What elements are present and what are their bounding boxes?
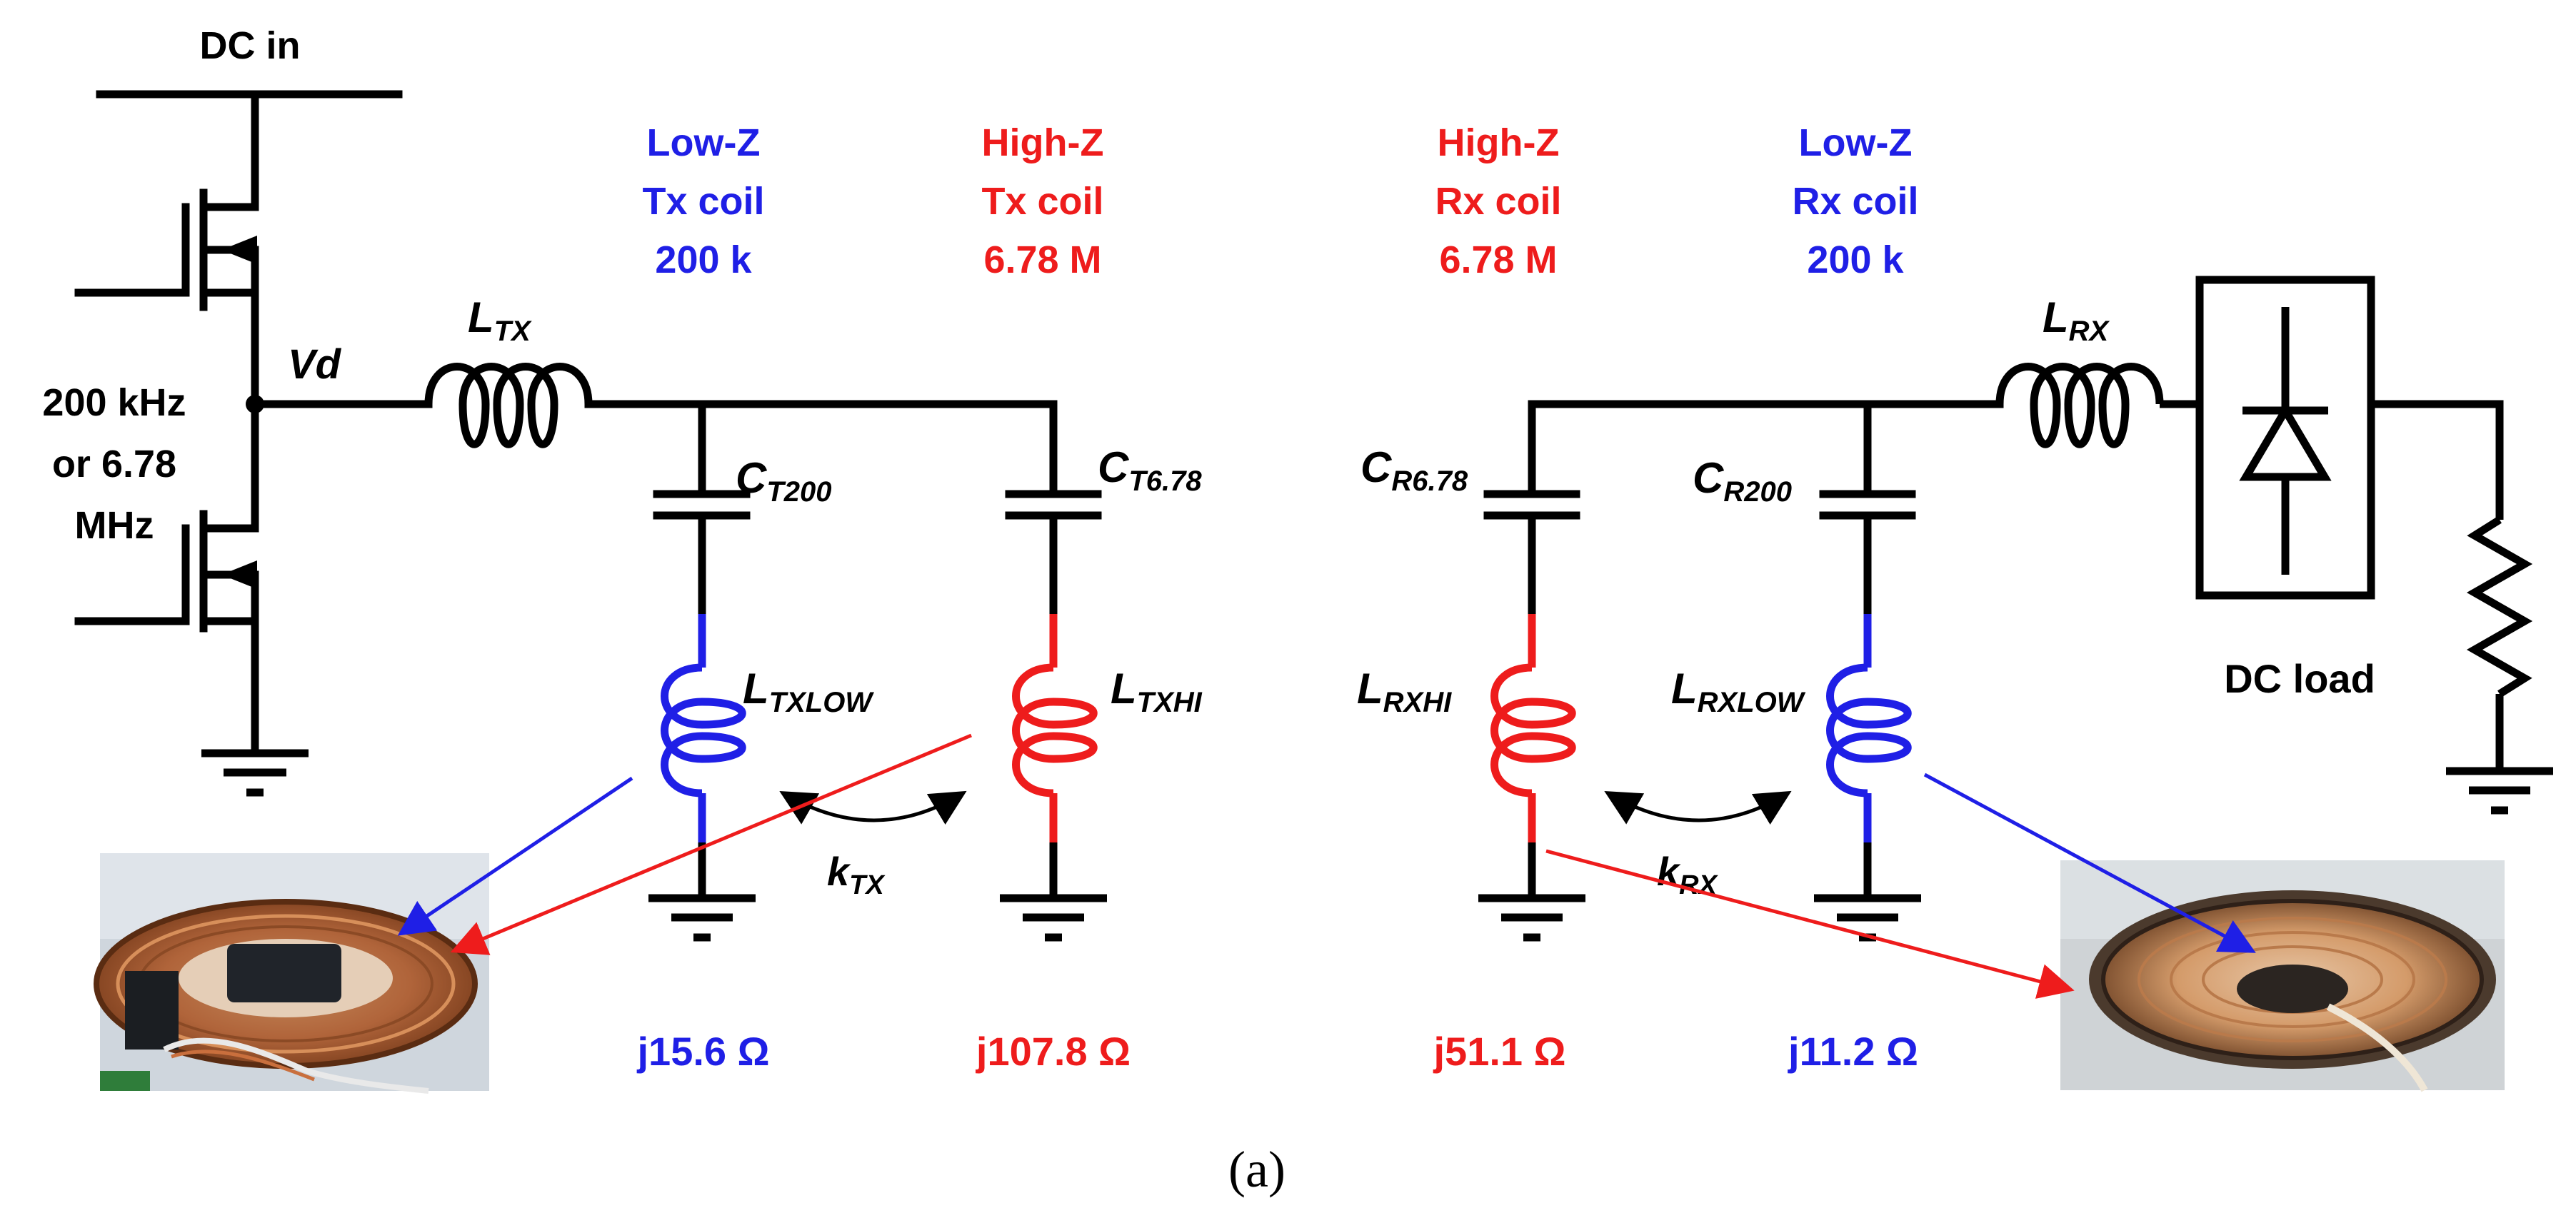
tx-wiring: [584, 400, 1102, 618]
ground-rx-low: [1814, 894, 1921, 942]
dc-in-label: DC in: [200, 24, 301, 67]
frequency-label-line1: 200 kHz: [42, 381, 186, 424]
frequency-label: 200 kHz or 6.78 MHz: [42, 381, 186, 547]
rx-high-header-line3: 6.78 M: [1439, 238, 1557, 281]
tx-high-header-line3: 6.78 M: [983, 238, 1101, 281]
ktx-label: kTX: [827, 849, 886, 900]
frequency-label-line2: or 6.78: [52, 443, 176, 485]
lrx-inductor: [1995, 363, 2164, 448]
ltx-inductor: [424, 363, 593, 448]
arrow-lrxlow-to-photo: [1923, 772, 2256, 953]
ltxhi-coil: [1012, 614, 1098, 842]
upper-mosfet-arrow: [221, 236, 257, 264]
arrow-ltxhi-to-photo: [450, 733, 972, 955]
ct200-label: CT200: [736, 454, 832, 508]
rx-low-header-line2: Rx coil: [1792, 180, 1918, 223]
ltxlow-label: LTXLOW: [743, 665, 874, 718]
lrxlow-coil: [1826, 614, 1912, 842]
tx-low-header: Low-Z Tx coil 200 k: [642, 121, 764, 281]
arrow-ltxlow-to-photo: [397, 776, 633, 936]
rectifier-diode-icon: [2239, 403, 2332, 481]
lrxlow-label: LRXLOW: [1671, 665, 1806, 718]
ct678-label: CT6.78: [1098, 443, 1202, 497]
figure-caption: (a): [1228, 1141, 1286, 1198]
cr678-label: CR6.78: [1360, 443, 1468, 497]
krx-coupling-arrow: [1604, 790, 1792, 825]
dc-load-label: DC load: [2224, 656, 2375, 701]
lower-mosfet-arrow: [221, 560, 257, 589]
reactance-rx-high: j51.1 Ω: [1433, 1029, 1565, 1074]
rx-ground-wires: [1528, 842, 1872, 896]
tx-low-header-line1: Low-Z: [647, 121, 761, 164]
tx-low-header-line2: Tx coil: [642, 180, 764, 223]
rx-high-header-line1: High-Z: [1438, 121, 1560, 164]
tx-coil-photo: [94, 853, 489, 1094]
rx-high-header-line2: Rx coil: [1435, 180, 1561, 223]
rx-low-header-line1: Low-Z: [1799, 121, 1913, 164]
rx-high-header: High-Z Rx coil 6.78 M: [1435, 121, 1561, 281]
ground-tx-low: [648, 894, 756, 942]
ltxlow-coil: [661, 614, 746, 842]
tx-high-header-line1: High-Z: [982, 121, 1104, 164]
tx-ground-wires: [698, 842, 1058, 896]
switch-node-dot: [246, 395, 264, 413]
frequency-label-line3: MHz: [75, 504, 154, 547]
rx-low-header: Low-Z Rx coil 200 k: [1792, 121, 1918, 281]
rx-wiring: [1483, 400, 2004, 618]
arrow-lrxhi-to-photo: [1545, 849, 2075, 999]
load-wiring: [2371, 400, 2533, 767]
lrxhi-coil: [1490, 614, 1576, 842]
rx-coil-photo: [2060, 860, 2505, 1092]
reactance-tx-high: j107.8 Ω: [976, 1029, 1131, 1074]
rx-low-header-line3: 200 k: [1807, 238, 1904, 281]
ltxhi-label: LTXHI: [1111, 665, 1203, 718]
tx-high-header: High-Z Tx coil 6.78 M: [981, 121, 1103, 281]
vd-label: Vd: [288, 341, 342, 388]
ltx-label: LTX: [468, 293, 532, 347]
ground-load: [2446, 767, 2553, 815]
reactance-rx-low: j11.2 Ω: [1788, 1029, 1918, 1074]
lrxhi-label: LRXHI: [1357, 665, 1452, 718]
ground-tx-high: [1000, 894, 1107, 942]
ground-rx-high: [1478, 894, 1585, 942]
reactance-tx-low: j15.6 Ω: [636, 1029, 769, 1074]
tx-low-header-line3: 200 k: [655, 238, 752, 281]
cr200-label: CR200: [1693, 454, 1792, 508]
ground-bridge: [201, 749, 309, 797]
tx-high-header-line2: Tx coil: [981, 180, 1103, 223]
lrx-label: LRX: [2043, 293, 2110, 347]
half-bridge: [74, 90, 433, 754]
ktx-coupling-arrow: [779, 790, 967, 825]
